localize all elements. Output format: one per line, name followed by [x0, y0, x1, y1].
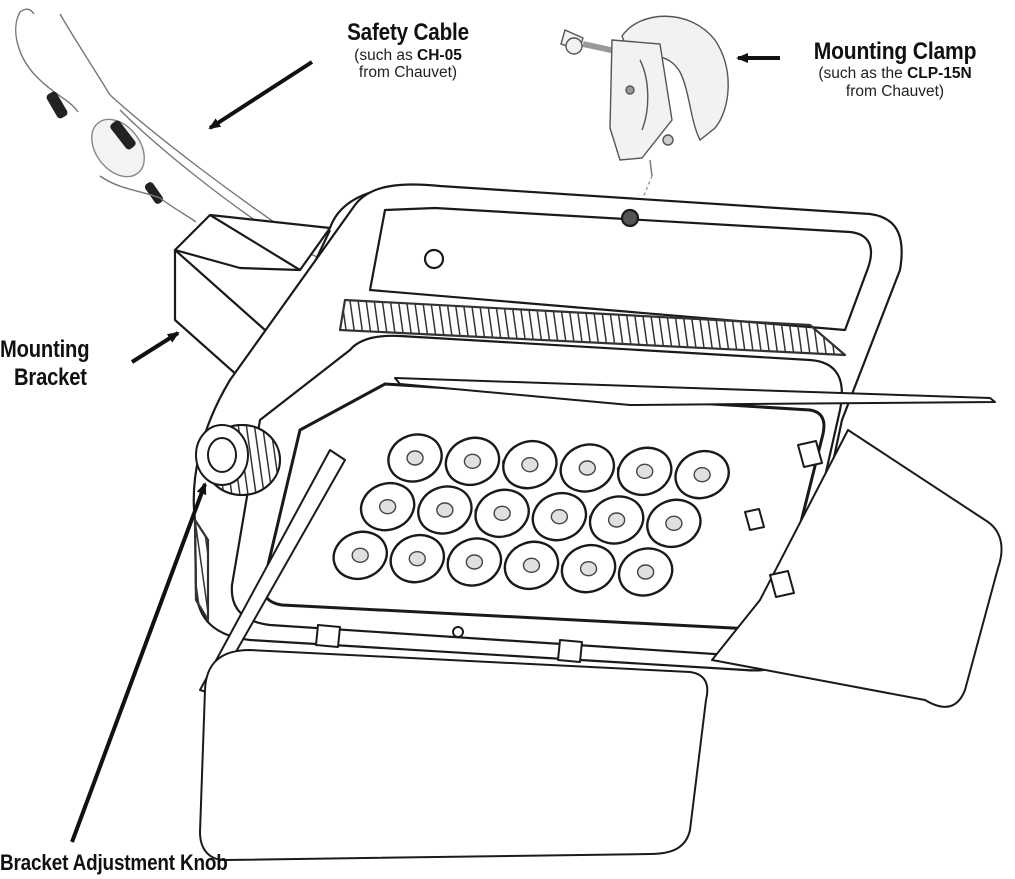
- mounting-bracket-label: Mounting Bracket: [0, 336, 140, 393]
- led-lens: [446, 537, 503, 587]
- mounting-clamp-label: Mounting Clamp (such as the CLP-15N from…: [775, 38, 1015, 100]
- led-lens: [674, 449, 730, 500]
- mounting-clamp-model: CLP-15N: [907, 65, 972, 83]
- led-lens: [474, 488, 530, 539]
- safety-cable-model: CH-05: [417, 46, 462, 64]
- led-lens: [444, 436, 501, 487]
- mounting-bracket-arrow: [130, 331, 180, 364]
- mounting-bracket-line1: Mounting: [0, 336, 90, 363]
- safety-cable-title: Safety Cable: [347, 19, 469, 46]
- safety-cable-label: Safety Cable (such as CH-05 from Chauvet…: [318, 19, 498, 82]
- led-lens: [559, 443, 616, 493]
- mounting-bracket-line2: Bracket: [14, 364, 87, 392]
- barn-doors: [199, 377, 1003, 861]
- bracket-knob-label: Bracket Adjustment Knob: [0, 850, 330, 876]
- led-lens: [616, 446, 673, 497]
- safety-cable-sub-prefix: (such as: [354, 46, 418, 64]
- callout-arrows: [70, 53, 780, 843]
- mounting-clamp-sub-suffix: from Chauvet): [845, 82, 945, 100]
- mounting-clamp-subtitle: (such as the CLP-15N from Chauvet): [775, 65, 1015, 100]
- led-lens: [503, 540, 560, 591]
- led-lens: [389, 533, 446, 584]
- safety-cable-arrow: [208, 60, 314, 130]
- bracket-knob-title: Bracket Adjustment Knob: [0, 850, 228, 875]
- led-lens: [387, 433, 443, 483]
- mounting-clamp-title: Mounting Clamp: [813, 38, 977, 65]
- led-lens: [588, 495, 645, 545]
- led-lens: [502, 439, 558, 490]
- safety-cable-subtitle: (such as CH-05 from Chauvet): [318, 47, 498, 82]
- safety-cable-drawing: [15, 8, 321, 259]
- led-lens: [560, 543, 617, 594]
- mounting-clamp-drawing: [560, 15, 729, 206]
- led-lens: [617, 547, 674, 597]
- led-array: [332, 433, 730, 597]
- led-lens: [646, 498, 702, 549]
- bracket-knob-arrow: [70, 482, 207, 843]
- led-lens: [531, 491, 588, 542]
- safety-cable-sub-suffix: from Chauvet): [358, 64, 458, 82]
- bracket-knob-drawing: [195, 424, 281, 496]
- led-lens: [417, 485, 473, 535]
- led-lens: [332, 530, 388, 581]
- mounting-clamp-sub-prefix: (such as the: [818, 65, 908, 83]
- led-lens: [359, 481, 416, 532]
